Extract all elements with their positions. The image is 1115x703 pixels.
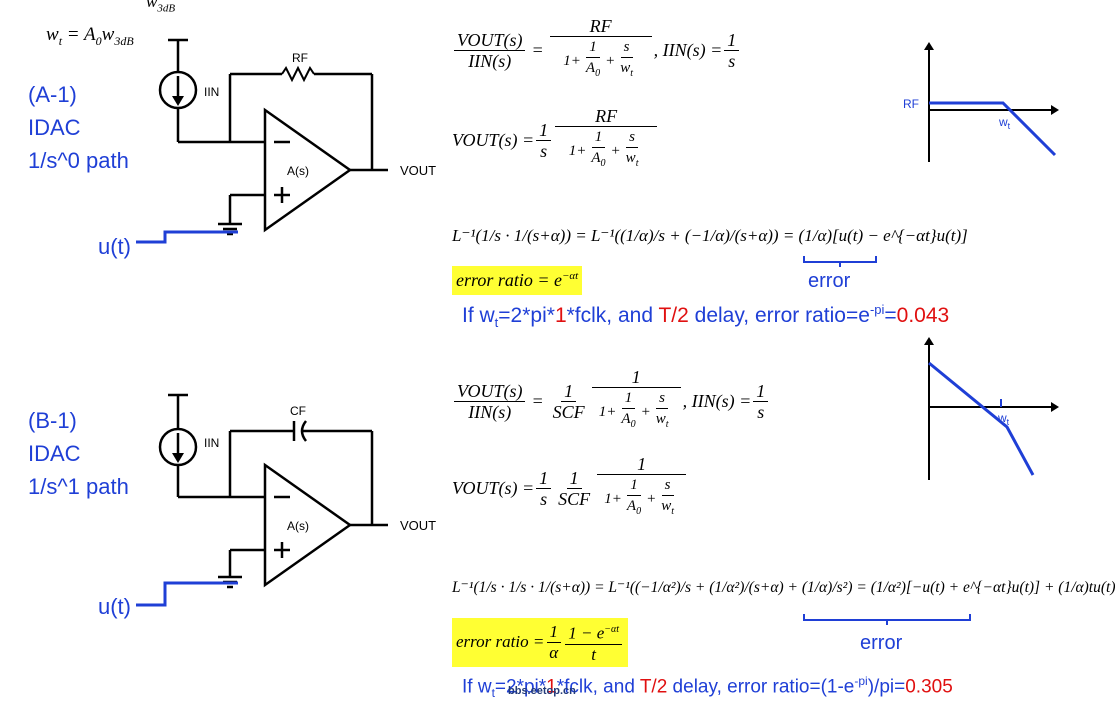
section-b-input-label: u(t): [98, 594, 131, 619]
source-label: IIN: [204, 85, 219, 99]
section-a-title: (A-1) IDAC 1/s^0 path: [28, 82, 129, 173]
plot-x-label: wt: [997, 411, 1010, 427]
section-a-input-label: u(t): [98, 234, 131, 259]
b-summary: If wt=2*pi*1*fclk, and T/2 delay, error …: [462, 674, 953, 701]
input-signal-wire: [136, 581, 238, 607]
b-eq3: L⁻¹(1/s · 1/s · 1/(s+α)) = L⁻¹((−1/α²)/s…: [452, 579, 1115, 596]
circuit-a: IIN RF A(s) VOUT: [136, 38, 436, 244]
plot-b: wt: [924, 337, 1059, 480]
opamp-icon: [263, 462, 353, 588]
b-error-label: error: [860, 632, 903, 654]
plot-a: RF wt: [903, 42, 1059, 162]
y-axis-arrow-icon: [924, 42, 934, 50]
circuit-b: IIN CF A(s) VOUT: [136, 393, 436, 607]
resistor-icon: [281, 65, 315, 83]
output-label: VOUT: [400, 518, 436, 533]
response-line: [929, 101, 1057, 157]
wt-equation: wt = A0w3dB: [46, 24, 134, 48]
top-fragment: w3dB: [146, 0, 176, 15]
a-error-label: error: [808, 270, 851, 292]
a-error-brace: [803, 256, 877, 267]
plot-x-label: wt: [998, 115, 1011, 131]
arrow-head-icon: [172, 96, 184, 106]
a-error-ratio: error ratio = e−αt: [452, 266, 583, 295]
section-b-title: (B-1) IDAC 1/s^1 path: [28, 408, 129, 499]
y-axis-arrow-icon: [924, 337, 934, 345]
x-axis-arrow-icon: [1051, 402, 1059, 412]
a-eq3: L⁻¹(1/s · 1/(s+α)) = L⁻¹((1/α)/s + (−1/α…: [452, 226, 968, 245]
response-line: [928, 361, 1035, 476]
feedback-label: RF: [292, 51, 308, 65]
amp-label: A(s): [287, 519, 309, 533]
opamp-icon: [263, 107, 353, 233]
x-axis-arrow-icon: [1051, 105, 1059, 115]
source-label: IIN: [204, 436, 219, 450]
amp-label: A(s): [287, 164, 309, 178]
arrow-head-icon: [172, 453, 184, 463]
feedback-label: CF: [290, 404, 306, 418]
watermark: bbs.eetop.cn: [508, 685, 576, 697]
plot-y-label: RF: [903, 97, 919, 111]
a-summary: If wt=2*pi*1*fclk, and T/2 delay, error …: [462, 302, 950, 331]
input-signal-wire: [136, 230, 238, 244]
output-label: VOUT: [400, 163, 436, 178]
b-error-brace: [803, 614, 971, 625]
